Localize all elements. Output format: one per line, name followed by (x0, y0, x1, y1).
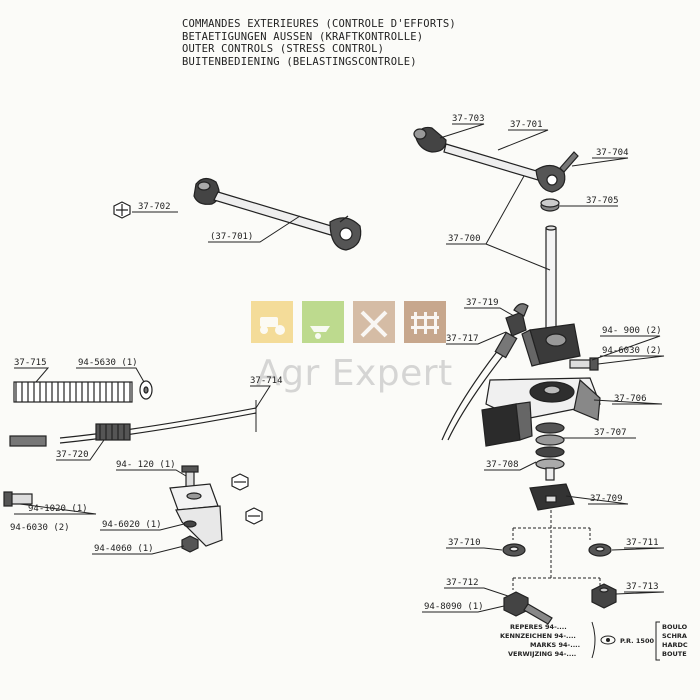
label-94-6030-left: 94-6030 (2) (10, 523, 70, 533)
label-37-703: 37-703 (452, 114, 485, 124)
legend-line-reperes: REPERES 94-.... (510, 623, 567, 631)
label-37-710: 37-710 (448, 538, 481, 548)
label-37-720: 37-720 (56, 450, 89, 460)
watermark-text: Agr Expert (256, 353, 453, 394)
screw-head-icon (231, 473, 249, 491)
watermark-tile-barrow (302, 301, 344, 343)
pin-37-704 (559, 151, 579, 173)
legend-line-verwijzing: VERWIJZING 94-.... (508, 650, 576, 658)
right-lever-assembly (413, 126, 617, 625)
legend-line-marks: MARKS 94-.... (530, 641, 580, 649)
nut-37-712 (503, 591, 553, 625)
label-94-5630: 94-5630 (1) (78, 358, 138, 368)
watermark: Agr Expert (251, 301, 453, 394)
label-37-701-left: (37-701) (210, 232, 253, 242)
legend-line-kennzeichen: KENNZEICHEN 94-.... (500, 632, 576, 640)
knob-37-703 (413, 126, 447, 153)
label-37-701-top: 37-701 (510, 120, 543, 130)
spacer-stack-37-708 (535, 422, 565, 481)
lever-37-701 (443, 143, 566, 193)
left-lever-assembly (113, 177, 362, 251)
legend-right-line-3: HARDC (662, 641, 688, 649)
label-94-120: 94- 120 (1) (116, 460, 176, 470)
label-37-708: 37-708 (486, 460, 519, 470)
title-block: COMMANDES EXTERIEURES (CONTROLE D'EFFORT… (182, 18, 456, 68)
label-37-707: 37-707 (594, 428, 627, 438)
clamp-37-709 (529, 483, 575, 511)
knob-37-702 (193, 177, 220, 205)
clamp-37-719 (505, 303, 529, 337)
center-bracket-assembly (169, 465, 263, 553)
label-37-700: 37-700 (448, 234, 481, 244)
nut-37-705 (540, 198, 560, 212)
label-37-717: 37-717 (446, 334, 479, 344)
title-line-de: BETAETIGUNGEN AUSSEN (KRAFTKONTROLLE) (182, 30, 424, 43)
nut-37-713 (591, 583, 617, 609)
label-37-705: 37-705 (586, 196, 619, 206)
hub-block (521, 323, 581, 367)
label-37-704: 37-704 (596, 148, 629, 158)
legend-pr-label: P.R. 1500 (620, 637, 654, 645)
legend-right-line-2: SCHRA (662, 632, 687, 640)
shaft-37-700 (545, 225, 557, 339)
label-37-709: 37-709 (590, 494, 623, 504)
eye-icon (600, 635, 616, 645)
title-line-nl: BUITENBEDIENING (BELASTINGSCONTROLE) (182, 55, 417, 68)
label-37-714: 37-714 (250, 376, 283, 386)
nut-94-4060 (181, 535, 199, 553)
label-37-713: 37-713 (626, 582, 659, 592)
leader-lines (14, 123, 665, 613)
label-37-712: 37-712 (446, 578, 479, 588)
reference-dashes (512, 510, 601, 590)
screw-head-icon (113, 201, 131, 219)
washer-94-6020 (183, 520, 197, 528)
legend-right-line-4: BOUTE (662, 650, 687, 658)
label-94-6030-right: 94-6030 (2) (602, 346, 662, 356)
cable-end-37-720 (9, 423, 131, 447)
washer-37-711 (588, 543, 612, 557)
cable-37-714 (59, 407, 257, 439)
title-line-fr: COMMANDES EXTERIEURES (CONTROLE D'EFFORT… (182, 18, 456, 30)
lever-37-701-left (213, 191, 362, 251)
title-line-en: OUTER CONTROLS (STRESS CONTROL) (182, 43, 385, 55)
label-94-1020: 94-1020 (1) (28, 504, 88, 514)
bracket-lower (175, 505, 223, 547)
label-37-719: 37-719 (466, 298, 499, 308)
cable-spring-assembly (3, 380, 257, 507)
label-37-702: 37-702 (138, 202, 171, 212)
marks-legend: REPERES 94-.... KENNZEICHEN 94-.... MARK… (500, 621, 688, 661)
label-94-900: 94- 900 (2) (602, 326, 662, 336)
label-94-4060: 94-4060 (1) (94, 544, 154, 554)
label-94-8090: 94-8090 (1) (424, 602, 484, 612)
washer-94-5630 (139, 380, 153, 400)
spring-37-715 (13, 381, 133, 403)
label-37-706: 37-706 (614, 394, 647, 404)
legend-right-line-1: BOULO (662, 623, 688, 631)
part-labels: 37-703 37-701 37-704 37-705 37-700 37-70… (10, 114, 662, 612)
label-37-715: 37-715 (14, 358, 47, 368)
screw-head-icon (245, 507, 263, 525)
washer-37-710 (502, 543, 526, 557)
label-94-6020: 94-6020 (1) (102, 520, 162, 530)
label-37-711: 37-711 (626, 538, 659, 548)
cable-end-37-717 (441, 331, 533, 447)
